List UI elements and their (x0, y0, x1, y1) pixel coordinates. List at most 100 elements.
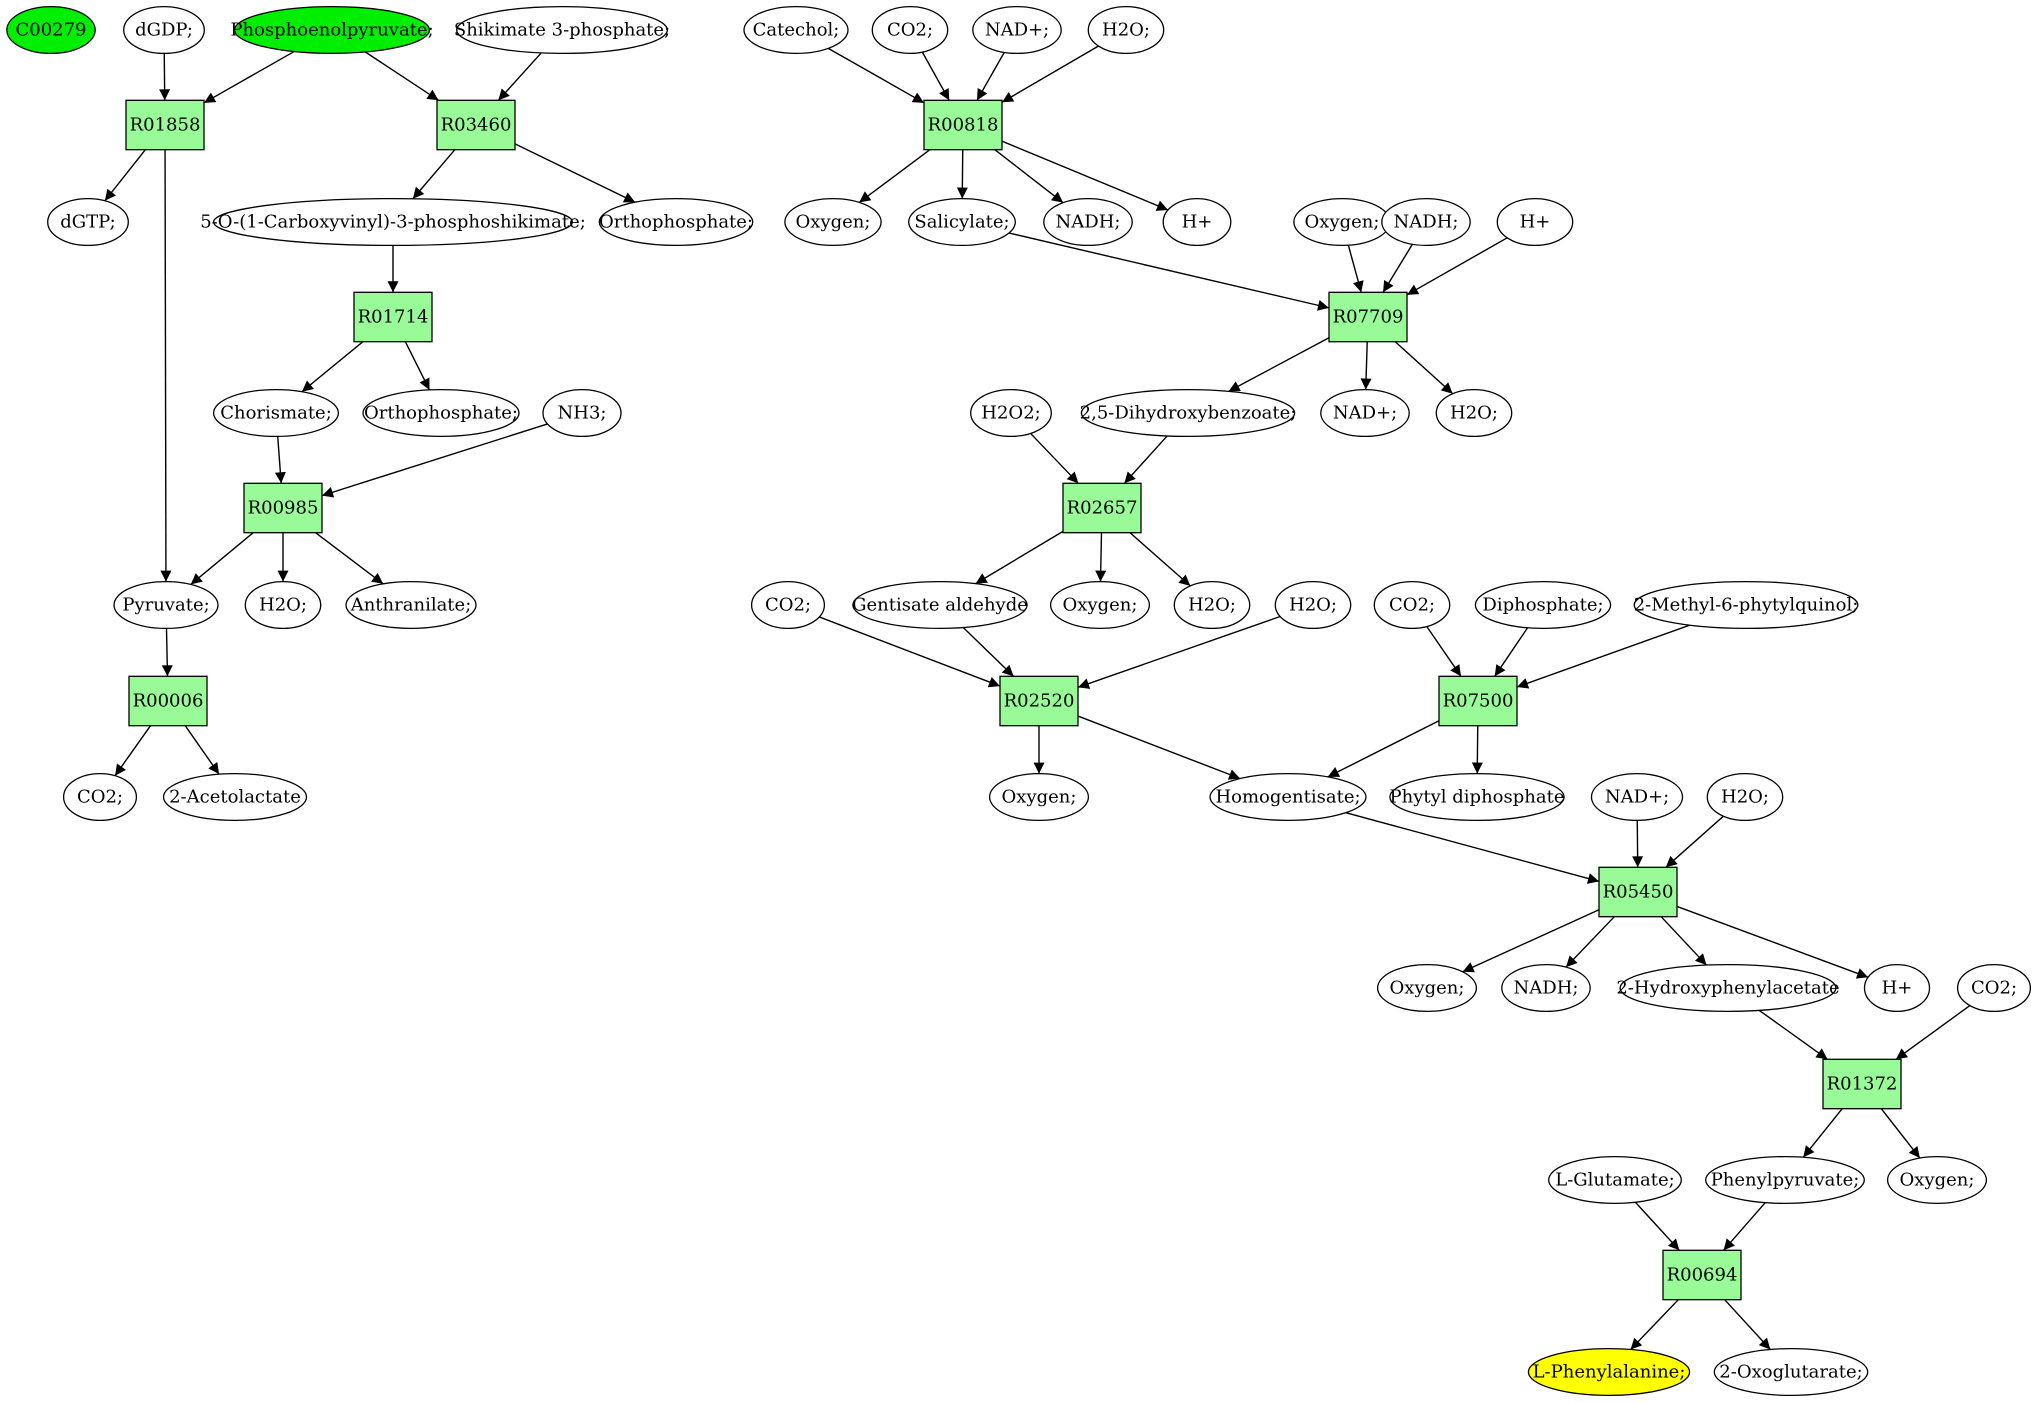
compound-node: Oxygen; (784, 197, 882, 247)
edge-arrow (1008, 232, 1330, 311)
compound-label: 2-Oxoglutarate; (1719, 1362, 1862, 1383)
compound-label: CO2; (765, 595, 811, 616)
reaction-box (243, 482, 323, 534)
compound-ellipse (908, 197, 1016, 247)
compound-label: Oxygen; (796, 212, 871, 233)
edge-arrow (1634, 1201, 1680, 1251)
compound-ellipse (1619, 963, 1837, 1013)
compound-label: 2,5-Dihydroxybenzoate; (1080, 403, 1297, 424)
compound-node: Chorismate; (212, 388, 340, 438)
edge-arrow (1895, 1004, 1971, 1060)
compound-ellipse (1548, 1155, 1682, 1205)
edge-arrow (1382, 243, 1414, 293)
compound-label: Anthranilate; (350, 595, 472, 616)
compound-ellipse (1162, 197, 1232, 247)
compound-ellipse (1087, 5, 1165, 55)
compound-node: H2O; (244, 580, 322, 630)
compound-node: Oxygen; (1376, 963, 1478, 1013)
edge-arrow (1758, 1009, 1828, 1060)
compound-node: H2O; (1706, 772, 1784, 822)
edge-arrow (160, 149, 172, 582)
compound-ellipse (212, 388, 340, 438)
compound-label: Phosphoenolpyruvate; (230, 20, 433, 41)
reaction-box (923, 99, 1003, 151)
compound-ellipse (972, 5, 1062, 55)
compound-ellipse (1080, 388, 1296, 438)
compound-node: Oxygen; (988, 772, 1090, 822)
compound-ellipse (6, 5, 96, 55)
reaction-label: R02520 (1004, 691, 1075, 712)
compound-label: H2O; (259, 595, 307, 616)
reaction-box (436, 99, 516, 151)
compound-label: Catechol; (753, 20, 840, 41)
compound-node: Oxygen; (1049, 580, 1151, 630)
compound-label: Oxygen; (1002, 787, 1077, 808)
compound-ellipse (1474, 580, 1612, 630)
reaction-label: R02657 (1067, 498, 1138, 519)
edge-arrow (190, 532, 254, 585)
edge-arrow (1426, 626, 1462, 677)
reaction-node: R02520 (999, 675, 1079, 727)
edge-arrow (1630, 1299, 1679, 1350)
edge-arrow (994, 149, 1064, 204)
compound-ellipse (1320, 388, 1410, 438)
edge-arrow (1724, 1299, 1771, 1350)
compound-node: Homogentisate; (1209, 772, 1367, 822)
edge-arrow (321, 423, 548, 498)
compound-ellipse (598, 197, 754, 247)
compound-ellipse (233, 5, 431, 55)
edge-arrow (1516, 624, 1690, 689)
compound-label: NAD+; (1605, 787, 1669, 808)
compound-ellipse (1274, 580, 1352, 630)
edges-layer (104, 45, 1971, 1350)
compound-label: CO2; (1971, 978, 2017, 999)
reaction-box (1598, 866, 1678, 918)
edge-arrow (1494, 627, 1529, 677)
edge-arrow (962, 627, 1015, 677)
compound-label: Salicylate; (914, 212, 1009, 233)
compound-ellipse (1713, 1347, 1869, 1397)
edge-arrow (1123, 435, 1168, 484)
edge-arrow (1095, 532, 1107, 582)
compound-label: Diphosphate; (1482, 595, 1603, 616)
compound-node: H2O2; (970, 388, 1052, 438)
compound-label: C00279 (15, 20, 86, 41)
compound-label: CO2; (887, 20, 933, 41)
compound-node: dGTP; (47, 197, 129, 247)
compound-node: H+ (1496, 197, 1574, 247)
compound-node: 5-O-(1-Carboxyvinyl)-3-phosphoshikimate; (200, 197, 586, 247)
reaction-label: R01858 (130, 115, 201, 136)
edge-arrow (1676, 905, 1869, 979)
reaction-box (1822, 1058, 1902, 1110)
edge-arrow (975, 530, 1064, 585)
compound-label: NAD+; (1333, 403, 1397, 424)
compound-ellipse (1381, 197, 1471, 247)
compound-ellipse (1496, 197, 1574, 247)
compound-node: H2O; (1274, 580, 1352, 630)
edge-arrow (858, 149, 931, 203)
edge-arrow (412, 149, 456, 200)
compound-node: NADH; (1501, 963, 1591, 1013)
reaction-label: R00006 (133, 691, 204, 712)
edge-arrow (1406, 237, 1508, 296)
compound-label: 2-Hydroxyphenylacetate (1616, 978, 1839, 999)
compound-ellipse (1389, 772, 1565, 822)
edge-arrow (161, 628, 173, 677)
reaction-label: R05450 (1603, 882, 1674, 903)
reaction-node: R01858 (125, 99, 205, 151)
compound-label: CO2; (77, 787, 123, 808)
edge-arrow (827, 47, 925, 104)
edge-arrow (104, 149, 146, 202)
compound-node: H2O; (1173, 580, 1251, 630)
edge-arrow (1228, 337, 1330, 392)
compound-node: CO2; (750, 580, 826, 630)
compound-ellipse (162, 772, 308, 822)
compound-ellipse (1886, 1155, 1988, 1205)
edge-arrow (976, 52, 1005, 101)
reaction-node: R05450 (1598, 866, 1678, 918)
edge-arrow (1665, 815, 1724, 868)
edge-arrow (1327, 720, 1440, 778)
compound-ellipse (1209, 772, 1367, 822)
compound-node: Pyruvate; (113, 580, 219, 630)
